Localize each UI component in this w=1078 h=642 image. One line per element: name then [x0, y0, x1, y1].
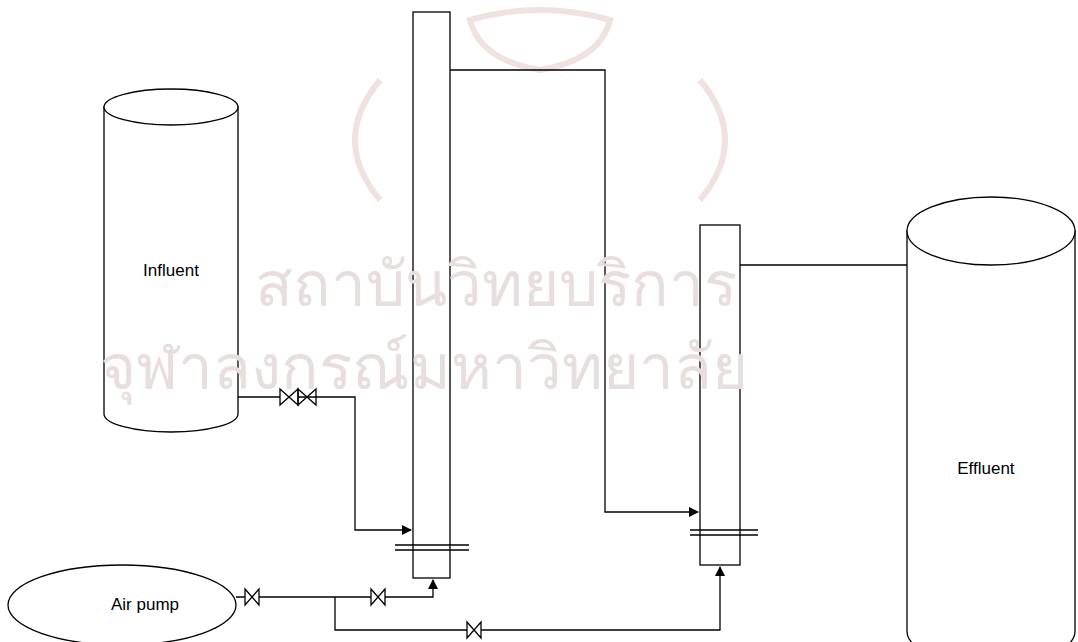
- node-label: Air pump: [111, 595, 179, 615]
- pump-node: Air pump: [7, 563, 237, 642]
- air-line: [236, 580, 433, 597]
- valve-symbol: [245, 389, 481, 638]
- air-line: [335, 567, 720, 630]
- node-label: Effluent: [957, 459, 1014, 479]
- node-outline: [906, 196, 1076, 642]
- feed-line: [238, 397, 411, 530]
- node-label: Influent: [143, 261, 199, 281]
- tank-node: Effluent: [906, 196, 1076, 642]
- watermark-crest: [355, 10, 725, 200]
- watermark-text: สถาบันวิทยบริการ: [255, 235, 737, 333]
- watermark-text: จุฬาลงกรณ์มหาวิทยาลัย: [100, 318, 748, 416]
